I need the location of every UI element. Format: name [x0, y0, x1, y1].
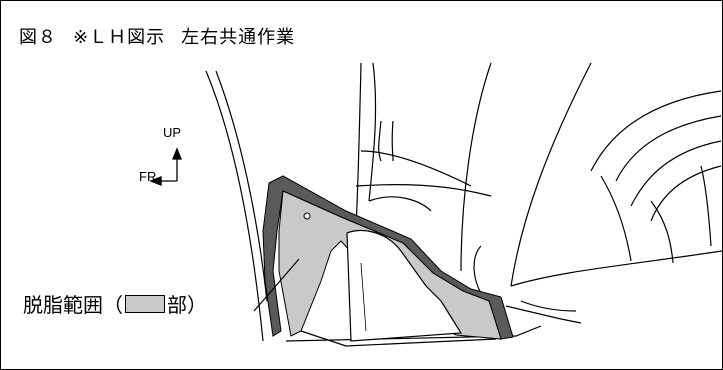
inner-panel-edge: [360, 262, 367, 332]
figure-note: ※ＬＨ図示: [73, 27, 166, 48]
up-arrow-label: UP: [163, 125, 182, 140]
leader-line: [253, 258, 300, 312]
figure-label: 図８: [19, 27, 57, 48]
figure-caption: 図８ ※ＬＨ図示左右共通作業: [19, 23, 311, 49]
body-outline: [205, 62, 722, 347]
degrease-legend: 脱脂範囲（ 部）: [23, 289, 207, 318]
legend-swatch: [125, 294, 165, 313]
inner-panel: [346, 229, 463, 342]
legend-text-after: 部）: [167, 293, 207, 317]
direction-arrows: [149, 147, 182, 186]
mounting-hole: [303, 212, 311, 220]
fr-arrow-label: FR: [139, 169, 157, 184]
legend-text-before: 脱脂範囲（: [23, 293, 123, 317]
figure-description: 左右共通作業: [181, 27, 296, 48]
